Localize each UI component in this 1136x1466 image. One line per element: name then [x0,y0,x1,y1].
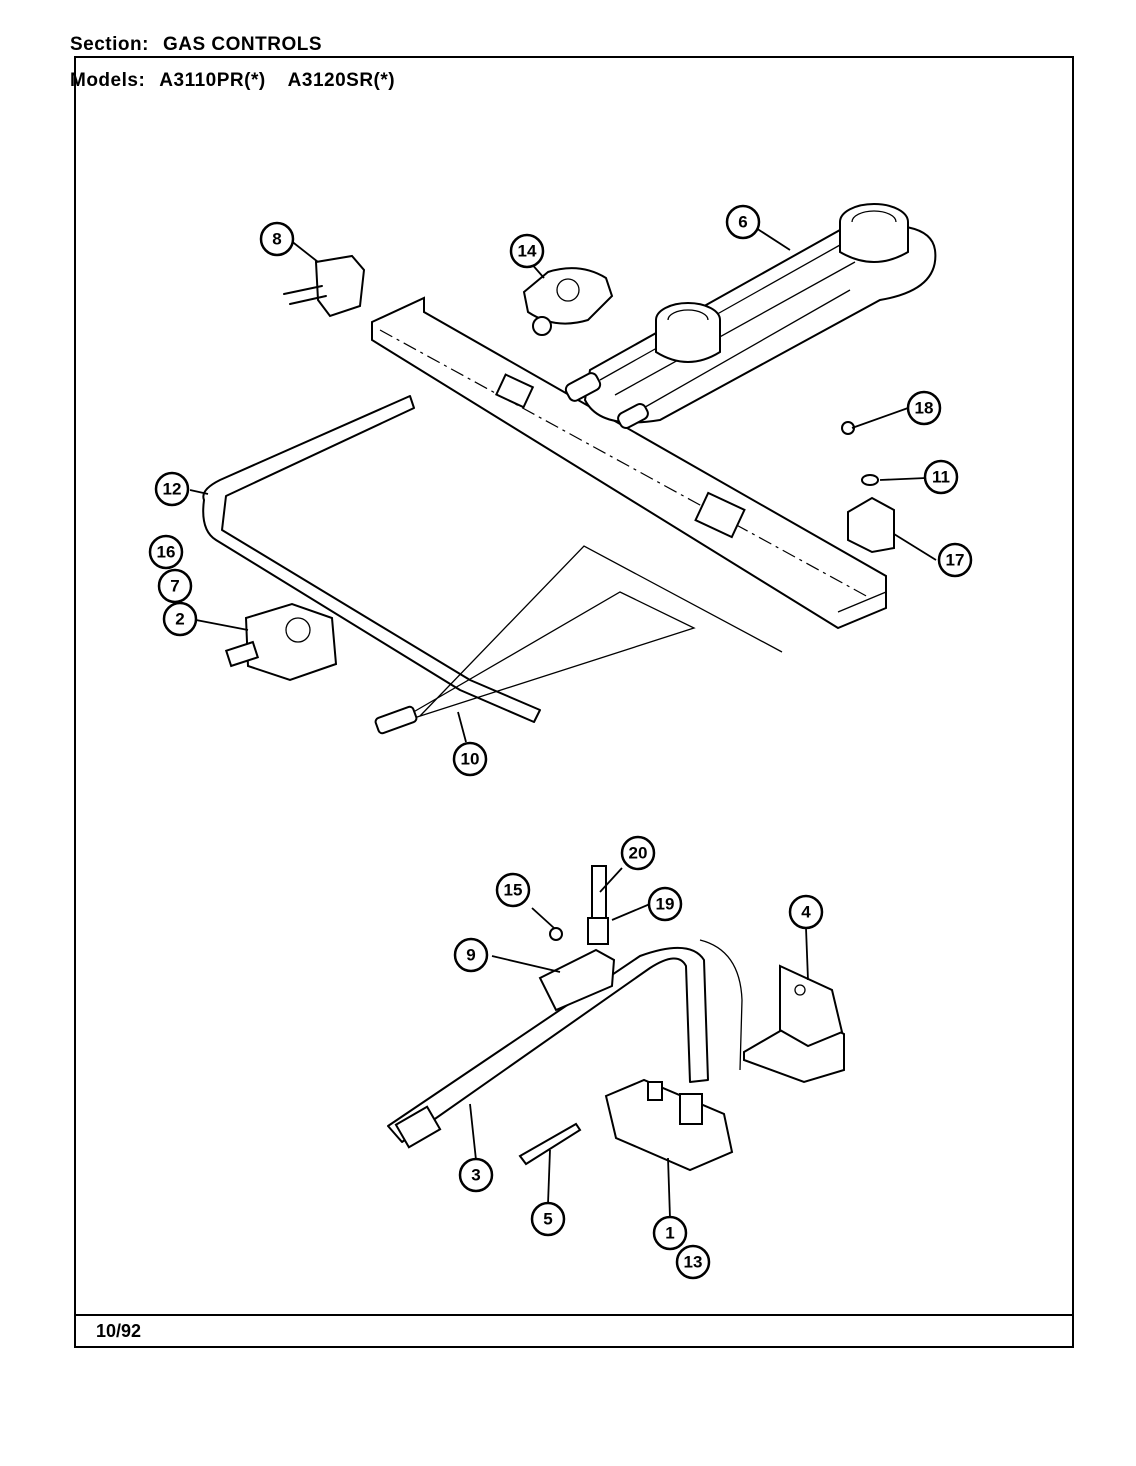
svg-text:11: 11 [932,468,950,487]
svg-text:18: 18 [915,399,934,418]
svg-text:8: 8 [272,230,281,249]
dual-burner-assembly [564,203,937,429]
svg-text:15: 15 [504,881,523,900]
svg-text:3: 3 [471,1166,480,1185]
gas-tube [202,395,541,723]
callout-9: 9 [453,937,489,973]
section-label: Section: [70,34,149,55]
svg-text:10: 10 [461,750,480,769]
lower-burner-tube [387,939,743,1149]
callout-10: 10 [452,741,488,777]
callout-18: 18 [906,390,942,426]
callout-14: 14 [509,233,545,269]
bracket-17 [847,496,895,554]
diagram-frame [74,56,1074,1348]
svg-text:9: 9 [466,946,475,965]
footer-divider [74,1314,1074,1316]
nut-11 [861,474,879,486]
svg-text:7: 7 [170,577,179,596]
callout-5: 5 [530,1201,566,1237]
igniter-bracket [538,865,616,1012]
callout-12: 12 [154,471,190,507]
svg-text:20: 20 [629,844,648,863]
section-value: GAS CONTROLS [162,34,323,55]
callout-11: 11 [923,459,959,495]
thermostat-valve [604,1078,734,1172]
revision-date: 10/92 [96,1321,142,1341]
callout-6: 6 [725,204,761,240]
screw-5 [518,1122,582,1166]
svg-text:14: 14 [518,242,537,261]
svg-text:6: 6 [738,213,747,232]
svg-text:19: 19 [656,895,675,914]
callout-16: 16 [148,534,184,570]
svg-text:13: 13 [684,1253,703,1272]
svg-text:4: 4 [801,903,811,922]
callout-19: 19 [647,886,683,922]
svg-text:17: 17 [946,551,965,570]
oven-valve-body [224,602,338,682]
model-number-1: A3110PR(*) [159,70,266,91]
mounting-bracket [743,964,845,1084]
callout-1: 1 [652,1215,688,1251]
models-label: Models: [70,70,146,91]
model-number-2: A3120SR(*) [287,70,396,91]
svg-text:12: 12 [163,480,182,499]
callout-7: 7 [157,568,193,604]
section-header: Section: GAS CONTROLS [70,34,344,56]
thermocouple-wire [374,545,783,735]
callout-8: 8 [259,221,295,257]
callout-20: 20 [620,835,656,871]
burner-valve [522,267,614,336]
svg-text:5: 5 [543,1210,552,1229]
models-header: Models: A3110PR(*) A3120SR(*) [70,70,417,92]
right-side-hardware [841,421,895,554]
callout-17: 17 [937,542,973,578]
leader-lines [189,227,937,1219]
callout-2: 2 [162,601,198,637]
callout-15: 15 [495,872,531,908]
callout-4: 4 [788,894,824,930]
svg-text:16: 16 [157,543,176,562]
svg-text:1: 1 [665,1224,674,1243]
callout-3: 3 [458,1157,494,1193]
burner-bracket-rail [371,296,887,630]
svg-text:2: 2 [175,610,184,629]
igniter-switch [283,254,366,318]
callout-13: 13 [675,1244,711,1280]
